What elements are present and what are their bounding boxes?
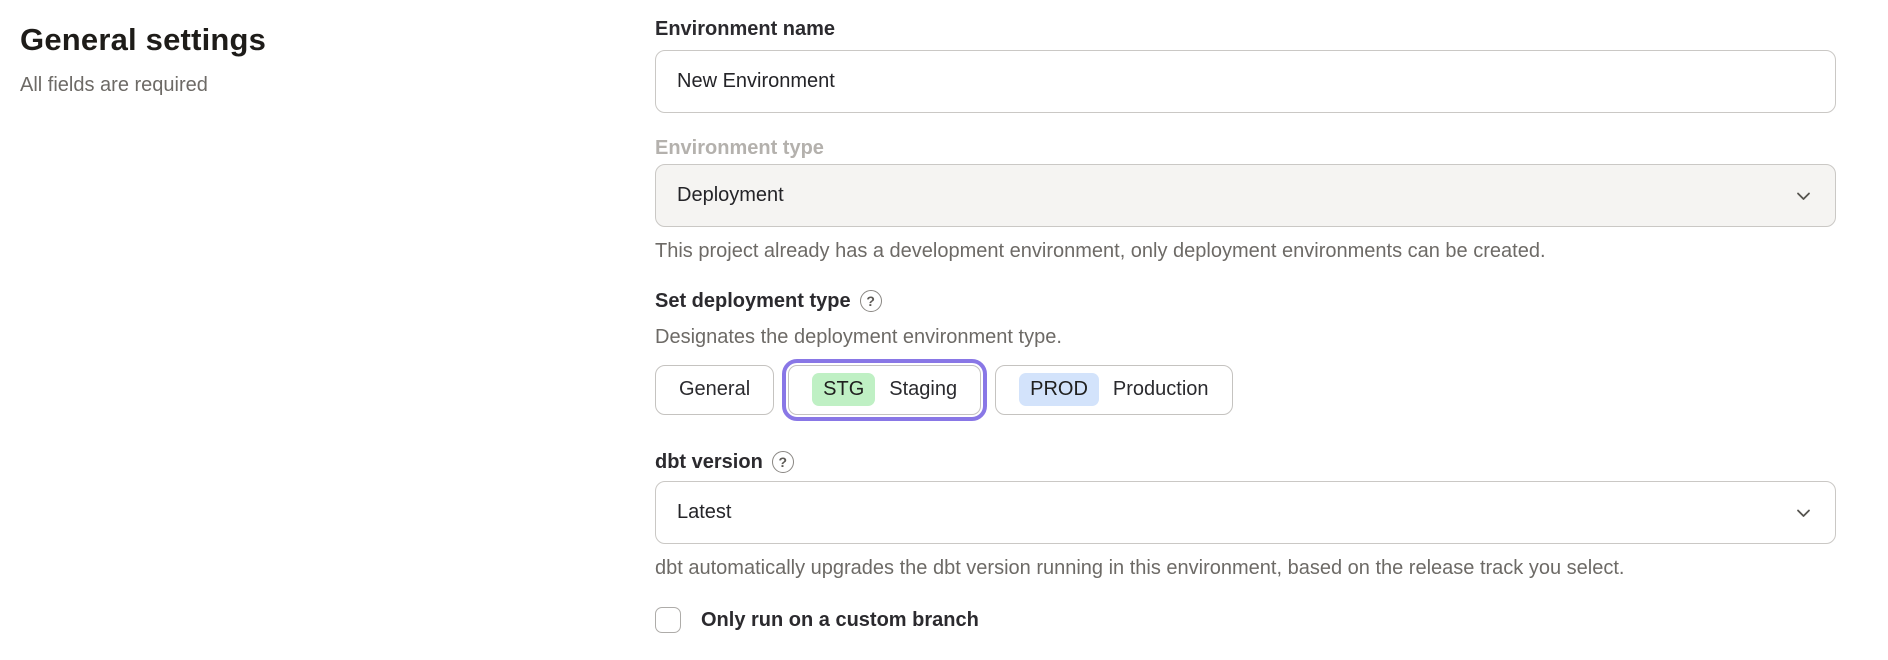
custom-branch-label[interactable]: Only run on a custom branch bbox=[701, 608, 979, 631]
dbt-version-select[interactable]: Latest bbox=[655, 481, 1836, 544]
deployment-type-production-button[interactable]: PROD Production bbox=[995, 364, 1233, 415]
deployment-type-general-label: General bbox=[679, 378, 751, 400]
dbt-version-header: dbt version ? bbox=[655, 449, 1836, 475]
deployment-type-options: General STG Staging PROD Production bbox=[655, 358, 1836, 421]
selected-option-ring: STG Staging bbox=[782, 358, 988, 421]
deployment-type-general-button[interactable]: General bbox=[655, 364, 775, 415]
deployment-type-description: Designates the deployment environment ty… bbox=[655, 326, 1062, 348]
help-icon[interactable]: ? bbox=[859, 290, 882, 312]
environment-name-input[interactable] bbox=[655, 50, 1836, 113]
deployment-type-staging-label: Staging bbox=[889, 378, 958, 400]
custom-branch-row: Only run on a custom branch bbox=[655, 607, 1836, 633]
environment-type-help: This project already has a development e… bbox=[655, 240, 1546, 262]
environment-name-label: Environment name bbox=[655, 18, 836, 40]
deployment-type-production-label: Production bbox=[1112, 378, 1209, 400]
dbt-version-value: Latest bbox=[677, 501, 732, 523]
general-settings-page: General settings All fields are required… bbox=[0, 0, 1836, 633]
environment-type-label: Environment type bbox=[655, 137, 824, 159]
help-icon[interactable]: ? bbox=[771, 451, 794, 473]
custom-branch-checkbox[interactable] bbox=[655, 607, 681, 633]
chevron-down-icon bbox=[1795, 504, 1812, 521]
page-title: General settings bbox=[20, 22, 267, 57]
deployment-type-header: Set deployment type ? bbox=[655, 288, 1836, 314]
dbt-version-label: dbt version bbox=[655, 451, 763, 473]
chevron-down-icon bbox=[1795, 187, 1812, 204]
section-intro: General settings All fields are required bbox=[0, 0, 655, 633]
dbt-version-help: dbt automatically upgrades the dbt versi… bbox=[655, 557, 1625, 579]
environment-type-value: Deployment bbox=[677, 184, 784, 206]
production-badge: PROD bbox=[1019, 373, 1099, 406]
staging-badge: STG bbox=[812, 373, 876, 406]
deployment-type-staging-button[interactable]: STG Staging bbox=[788, 364, 982, 415]
settings-form: Environment name Environment type Deploy… bbox=[655, 0, 1836, 633]
deployment-type-label: Set deployment type bbox=[655, 290, 851, 312]
page-subtitle: All fields are required bbox=[20, 74, 208, 96]
environment-type-select[interactable]: Deployment bbox=[655, 164, 1836, 227]
